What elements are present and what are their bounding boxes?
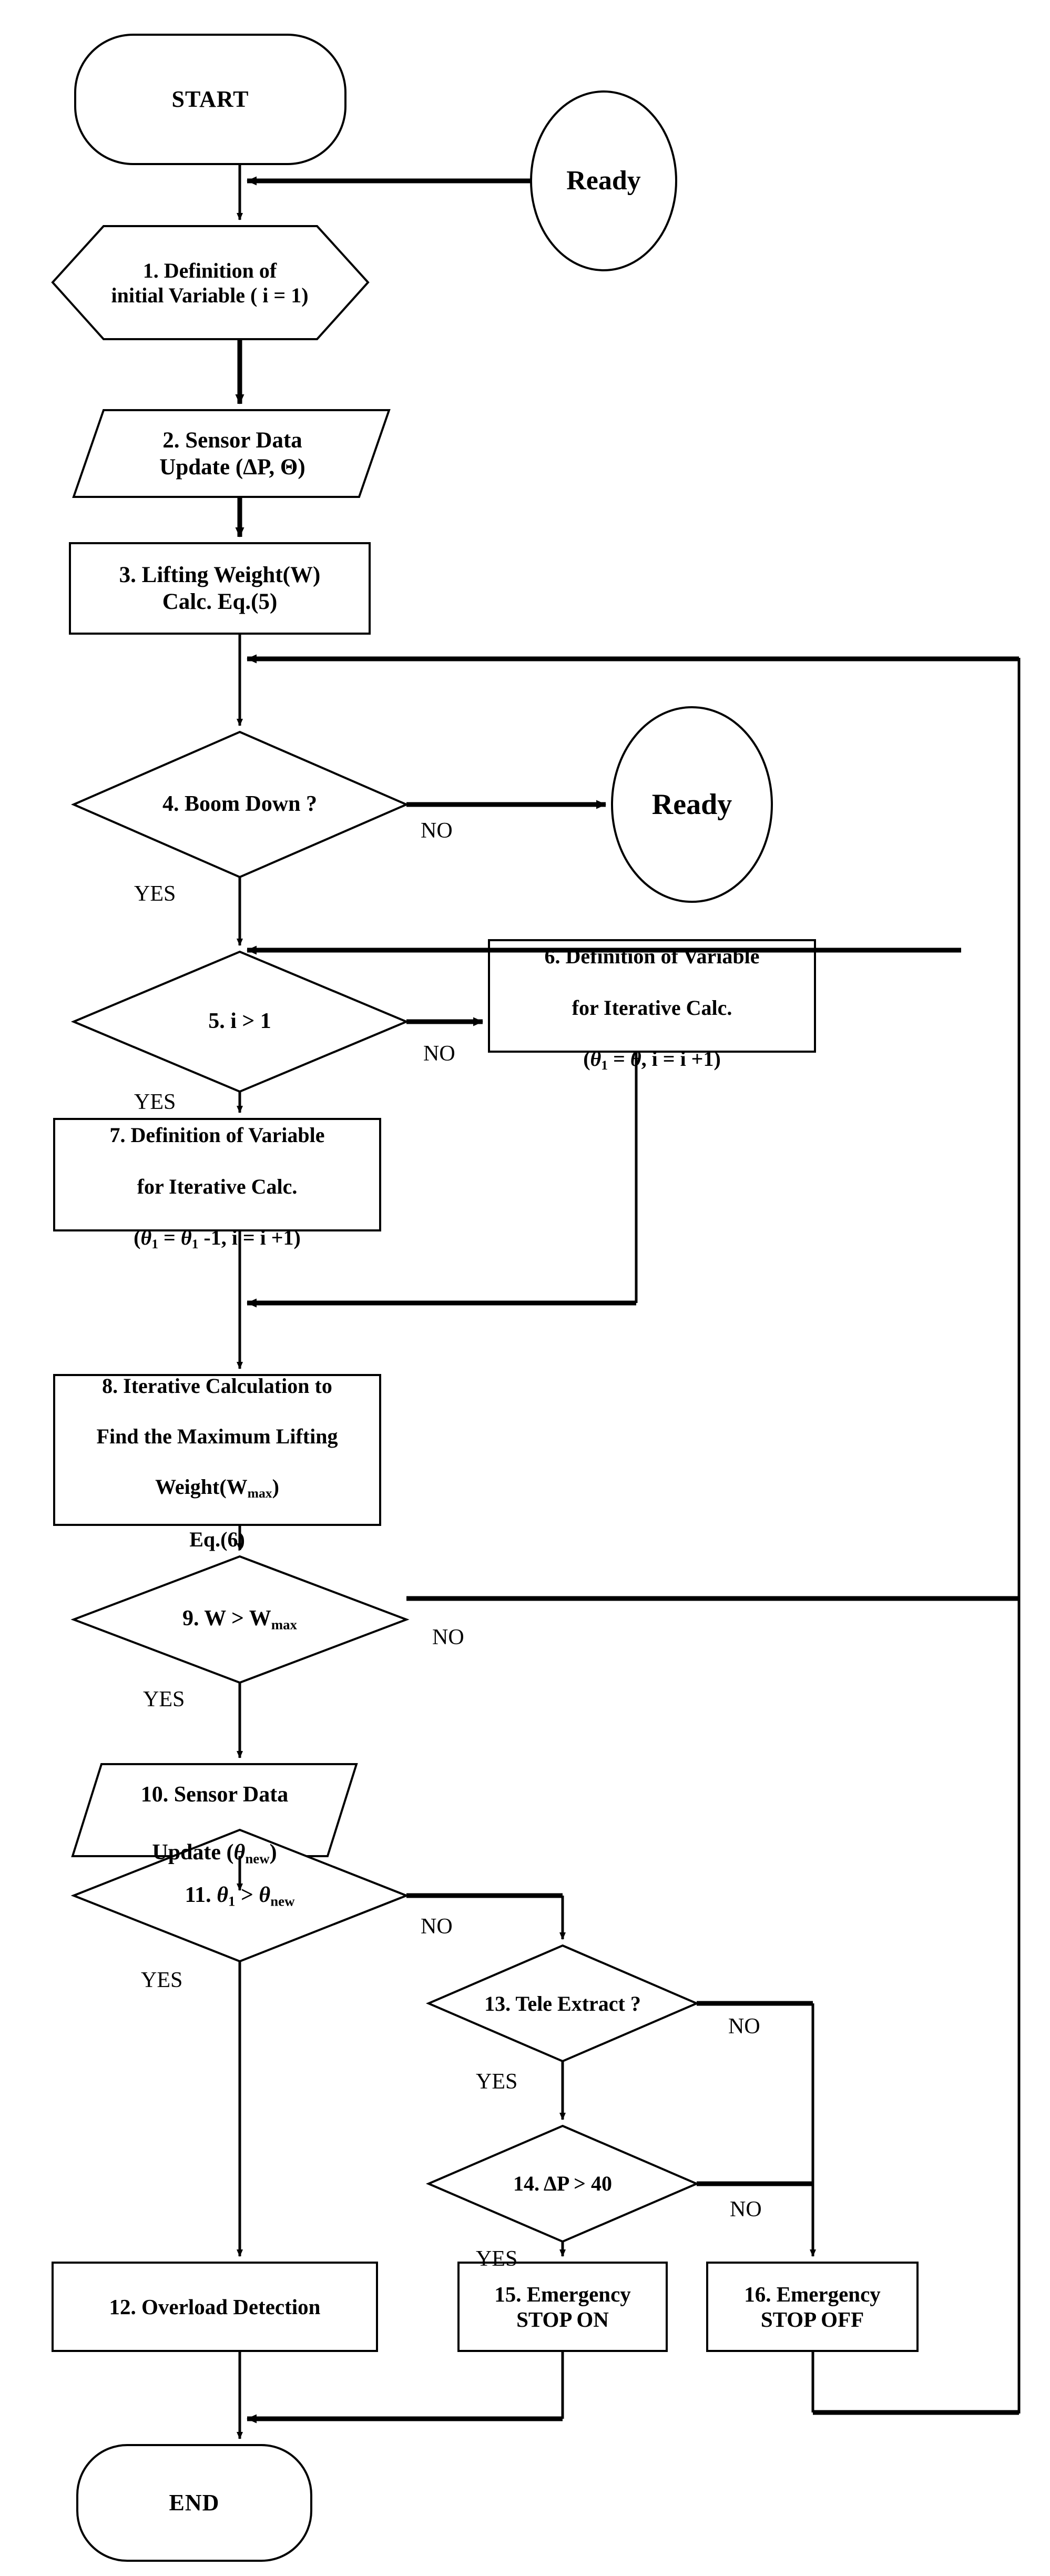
edge-label-9-no: NO <box>432 1625 464 1650</box>
shape-step-7 <box>53 1118 381 1231</box>
shape-step-10 <box>71 1763 358 1857</box>
edge-label-5-yes: YES <box>134 1090 176 1114</box>
shape-ready-mid <box>611 706 773 903</box>
edge-label-14-no: NO <box>730 2197 762 2222</box>
shape-step-12 <box>52 2262 378 2352</box>
shape-end <box>76 2444 312 2562</box>
edge-label-9-yes: YES <box>143 1687 185 1712</box>
edge-label-4-no: NO <box>421 819 453 843</box>
shape-step-8 <box>53 1374 381 1526</box>
shape-start <box>74 34 346 165</box>
edge-label-4-yes: YES <box>134 882 176 906</box>
edge-label-5-no: NO <box>423 1042 455 1066</box>
edge-label-13-yes: YES <box>476 2070 518 2094</box>
edge-label-13-no: NO <box>728 2014 760 2039</box>
shape-step-15 <box>457 2262 668 2352</box>
edge-label-11-no: NO <box>421 1915 453 1939</box>
shape-step-16 <box>706 2262 919 2352</box>
shape-step-6 <box>488 939 816 1053</box>
shape-step-5 <box>70 950 410 1093</box>
shape-step-1 <box>51 225 370 340</box>
shape-step-2 <box>72 409 391 498</box>
edge-label-14-yes: YES <box>476 2247 518 2271</box>
edge-label-11-yes: YES <box>141 1968 183 1992</box>
shape-step-4 <box>71 730 410 879</box>
shape-step-9 <box>70 1555 410 1684</box>
shape-step-3 <box>69 542 371 635</box>
shape-ready-top <box>530 90 677 271</box>
shape-step-13 <box>425 1944 700 2063</box>
shape-step-14 <box>425 2124 700 2243</box>
